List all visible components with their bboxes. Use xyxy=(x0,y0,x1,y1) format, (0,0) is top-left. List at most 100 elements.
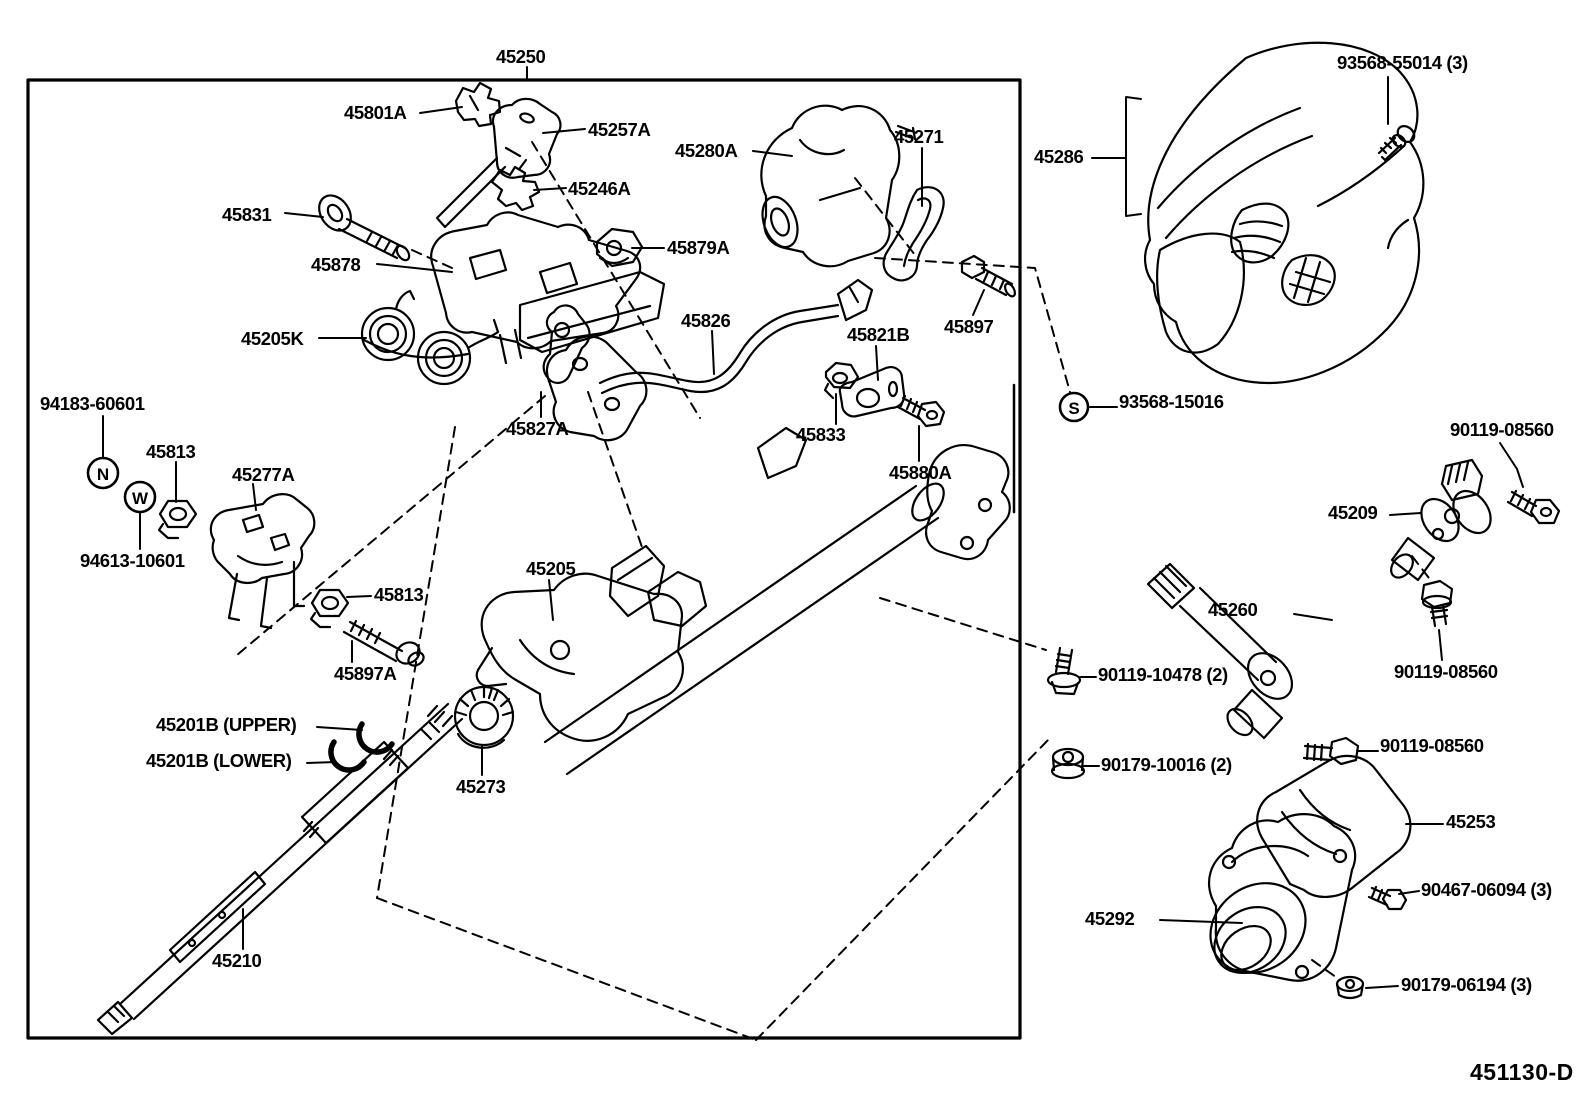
sketch-90119-10478-bolt xyxy=(1048,648,1080,694)
sketch-90119-08560-bolt-2 xyxy=(1422,581,1452,626)
sketch-90119-08560-bolt-1 xyxy=(1508,491,1559,523)
sketch-45271-lever xyxy=(884,187,944,280)
part-label-45813-1: 45813 xyxy=(146,441,196,462)
leader-45277A xyxy=(253,484,256,510)
part-label-45878: 45878 xyxy=(311,254,361,275)
sketch-45280A-housing xyxy=(756,106,915,267)
sketch-45273-bearing xyxy=(455,687,513,748)
part-label-90119-08560-1: 90119-08560 xyxy=(1450,419,1554,440)
leader-90467-06094 xyxy=(1399,891,1419,894)
sketch-45827A-lever xyxy=(544,305,590,383)
phantom-bottom xyxy=(377,898,756,1040)
part-label-45201B-upper: 45201B (UPPER) xyxy=(156,714,297,735)
part-label-45879A: 45879A xyxy=(667,237,730,258)
leader-90119-08560-2 xyxy=(1439,630,1442,660)
leader-45286 xyxy=(1092,97,1141,216)
marker-n-letter: N xyxy=(97,465,109,484)
part-label-45210: 45210 xyxy=(212,950,262,971)
leader-45813-2 xyxy=(347,596,371,597)
part-label-94613-10601: 94613-10601 xyxy=(80,550,185,571)
part-label-93568-15016: 93568-15016 xyxy=(1119,391,1224,412)
part-label-45253: 45253 xyxy=(1446,811,1496,832)
part-label-45277A: 45277A xyxy=(232,464,295,485)
leader-45280A xyxy=(753,151,792,156)
part-label-45205: 45205 xyxy=(526,558,576,579)
sketch-45878-bracket xyxy=(431,212,664,363)
leader-45257A xyxy=(543,129,585,133)
part-label-45292: 45292 xyxy=(1085,908,1135,929)
phantom-to-10478 xyxy=(880,598,1046,650)
sketch-45205-column xyxy=(477,428,1010,774)
sketch-45821B-plate xyxy=(840,367,904,416)
sketch-45292-boot xyxy=(1193,814,1355,991)
assembly-box-45250 xyxy=(28,80,1020,1038)
part-label-45250: 45250 xyxy=(496,46,546,67)
sketch-45246A-clip xyxy=(492,160,539,210)
sketch-45209-joint xyxy=(1387,460,1499,582)
leader-45831 xyxy=(285,213,323,217)
sketch-45826-bar xyxy=(547,280,872,440)
part-label-90179-06194: 90179-06194 (3) xyxy=(1401,974,1532,995)
part-label-45246A: 45246A xyxy=(568,178,631,199)
leader-45209 xyxy=(1390,513,1421,515)
sketch-45801A-clip xyxy=(456,83,500,126)
sketch-45210-shaft xyxy=(98,704,462,1034)
part-label-45833: 45833 xyxy=(796,424,846,445)
sketch-90179-10016-nut xyxy=(1052,749,1084,778)
sketch-45879A-cap xyxy=(597,229,642,266)
part-label-90119-08560-2: 90119-08560 xyxy=(1394,661,1498,682)
sketch-45897-bolt xyxy=(962,256,1017,298)
phantom-to-s-marker xyxy=(875,258,1070,392)
part-label-45260: 45260 xyxy=(1208,599,1258,620)
leader-45826 xyxy=(712,331,714,374)
sketch-45813-nut-2 xyxy=(311,590,348,627)
marker-s-letter: S xyxy=(1068,399,1079,418)
marker-n: N xyxy=(88,458,118,488)
sketch-45257A-bracket xyxy=(437,99,560,227)
phantom-45209-to-bolt xyxy=(1412,556,1432,582)
part-label-45813-2: 45813 xyxy=(374,584,424,605)
sketch-45833-nut xyxy=(825,363,858,398)
leader-90119-08560-1 xyxy=(1500,443,1523,487)
part-label-45897A: 45897A xyxy=(334,663,397,684)
sketch-93568-55014-screw xyxy=(1379,123,1417,161)
sketch-45880A-bolt xyxy=(898,396,944,426)
phantom-right-up xyxy=(756,738,1050,1040)
sketch-90467-06094-stud xyxy=(1369,887,1406,909)
leader-45801A xyxy=(420,107,462,113)
part-label-45897: 45897 xyxy=(944,316,994,337)
phantom-left-2 xyxy=(377,427,455,898)
sketch-45286-cover xyxy=(1145,43,1423,383)
leader-45205 xyxy=(549,580,553,620)
leader-45897 xyxy=(973,290,984,315)
sketch-45897A-bolt xyxy=(344,621,426,668)
leader-90179-06194 xyxy=(1366,986,1398,988)
sketch-90179-06194-nut xyxy=(1337,977,1363,998)
sketch-45260-shaft xyxy=(1148,564,1301,740)
leader-45292 xyxy=(1160,920,1242,923)
part-label-45880A: 45880A xyxy=(889,462,952,483)
part-label-45280A: 45280A xyxy=(675,140,738,161)
marker-w: W xyxy=(125,482,155,512)
part-label-45273: 45273 xyxy=(456,776,506,797)
part-label-90119-10478: 90119-10478 (2) xyxy=(1098,664,1228,685)
part-label-90467-06094: 90467-06094 (3) xyxy=(1421,879,1552,900)
part-label-94183-60601: 94183-60601 xyxy=(40,393,145,414)
sketch-45205K-spring xyxy=(362,291,498,384)
leader-45201B-lower xyxy=(307,762,336,763)
leader-45878 xyxy=(377,264,452,272)
part-label-45801A: 45801A xyxy=(344,102,407,123)
part-label-93568-55014: 93568-55014 (3) xyxy=(1337,52,1468,73)
drawing-code: 451130-D xyxy=(1470,1059,1574,1085)
sketch-45813-nut-1 xyxy=(159,501,196,538)
leader-45260 xyxy=(1294,614,1332,620)
part-label-45201B-lower: 45201B (LOWER) xyxy=(146,750,292,771)
marker-s: S xyxy=(1060,393,1088,421)
phantom-left-1 xyxy=(237,396,545,655)
part-label-45205K: 45205K xyxy=(241,328,304,349)
leader-45821B xyxy=(876,346,878,380)
sketch-45831-bolt xyxy=(313,189,412,262)
part-label-45831: 45831 xyxy=(222,204,272,225)
